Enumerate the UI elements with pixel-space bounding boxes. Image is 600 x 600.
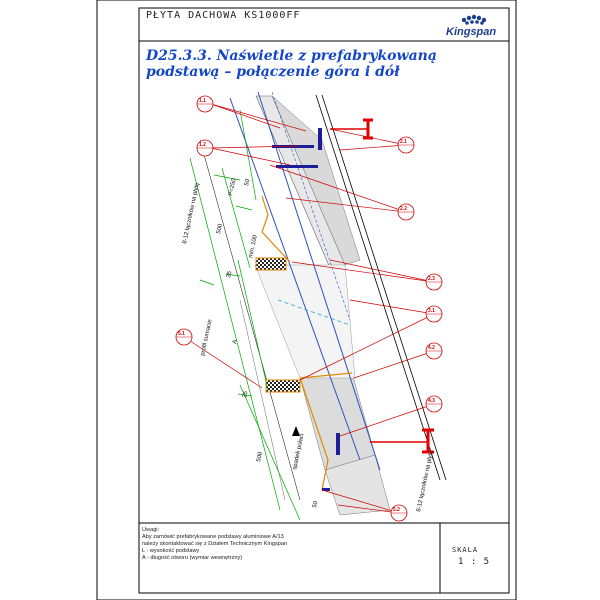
- notes-block: Uwagi: Aby zamówić prefabrykowane podsta…: [142, 527, 392, 562]
- orange-seal-2: [299, 372, 353, 379]
- inner-frame: [138, 7, 510, 594]
- structure-line-2: [321, 94, 447, 481]
- notes-line: Aby zamówić prefabrykowane podstawy alum…: [142, 534, 284, 540]
- dim-500-bottom: 500: [256, 451, 264, 463]
- dimension-lines: [189, 109, 301, 521]
- bubble-2: 1.2: [196, 139, 214, 157]
- bubble-10: 5.2: [390, 504, 408, 522]
- roof-assembly: [199, 91, 447, 516]
- lower-panel: [299, 372, 376, 471]
- dim-250: P=250: [228, 177, 238, 196]
- dim-35-a: 35: [226, 270, 233, 278]
- slope-arrow-icon: [292, 426, 300, 436]
- structure-line-3: [199, 139, 301, 501]
- dim-screws-top: 8-12 łączników na płytę: [182, 182, 201, 245]
- dash-axis: [277, 299, 351, 326]
- upper-panel-core: [271, 95, 361, 266]
- scale-label: SKALA: [452, 546, 479, 554]
- sheet-border: [96, 0, 517, 600]
- structure-line-1: [315, 94, 441, 481]
- bubble-label: 2.3: [428, 276, 435, 282]
- dim-50-b: 50: [312, 500, 319, 508]
- notes-line: L - wysokość podstawy: [142, 548, 200, 554]
- seal-block-bottom: [265, 379, 301, 393]
- bubble-6: 3.1: [425, 305, 443, 323]
- dim-50-a: 50: [244, 178, 251, 186]
- bubble-1: 1.1: [196, 95, 214, 113]
- drawing-title: D25.3.3. Naświetle z prefabrykowaną pods…: [146, 48, 437, 80]
- bubble-label: 4.2: [428, 345, 435, 351]
- kingspan-logo-icon: [461, 14, 487, 25]
- dim-500-top: 500: [216, 223, 224, 235]
- orange-seal-1: [261, 195, 291, 263]
- bubble-label: 2.2: [400, 206, 407, 212]
- dim-35-b: 35: [242, 390, 249, 398]
- scale-value: 1 : 5: [458, 557, 491, 567]
- dim-min100: min. 100: [248, 234, 259, 258]
- bubble-label: 1.1: [199, 98, 206, 104]
- blue-line-3: [271, 91, 351, 321]
- leader-lines: [183, 103, 435, 514]
- orange-seal-3: [299, 377, 329, 491]
- dim-screws-bottom: 8-12 łączników na płytę: [416, 450, 435, 513]
- bubble-9: 5.1: [175, 328, 193, 346]
- bubble-label: 4.3: [428, 398, 435, 404]
- brand-name: Kingspan: [446, 26, 497, 38]
- notes-heading: Uwagi:: [142, 527, 160, 533]
- purlin-top-icon: [330, 118, 373, 140]
- slope-label: spadek połaci: [292, 433, 305, 470]
- product-title: PŁYTA DACHOWA KS1000FF: [146, 10, 301, 21]
- bubble-label: 3.1: [428, 308, 435, 314]
- bubble-label: 2.1: [400, 139, 407, 145]
- bubble-4: 2.2: [397, 203, 415, 221]
- bubble-label: 5.2: [393, 507, 400, 513]
- dim-a: A: [232, 339, 239, 344]
- notes-line: A - długość otworu (wymiar wewnętrzny): [142, 555, 243, 561]
- bubble-5: 2.3: [425, 273, 443, 291]
- purlin-bottom-icon: [370, 428, 434, 454]
- bubble-label: 1.2: [199, 142, 206, 148]
- seal-block-top: [255, 257, 287, 271]
- profile-label: profil sumacie: [200, 318, 214, 356]
- bubble-8: 4.3: [425, 395, 443, 413]
- blue-line-1: [229, 97, 361, 461]
- bubble-7: 4.2: [425, 342, 443, 360]
- bubble-3: 2.1: [397, 136, 415, 154]
- structure-line-4: [239, 299, 286, 501]
- bubble-label: 5.1: [178, 331, 185, 337]
- blue-line-2: [257, 91, 381, 471]
- notes-line: należy skontaktować się z Działem Techni…: [142, 541, 288, 547]
- screw-markers: [272, 128, 340, 491]
